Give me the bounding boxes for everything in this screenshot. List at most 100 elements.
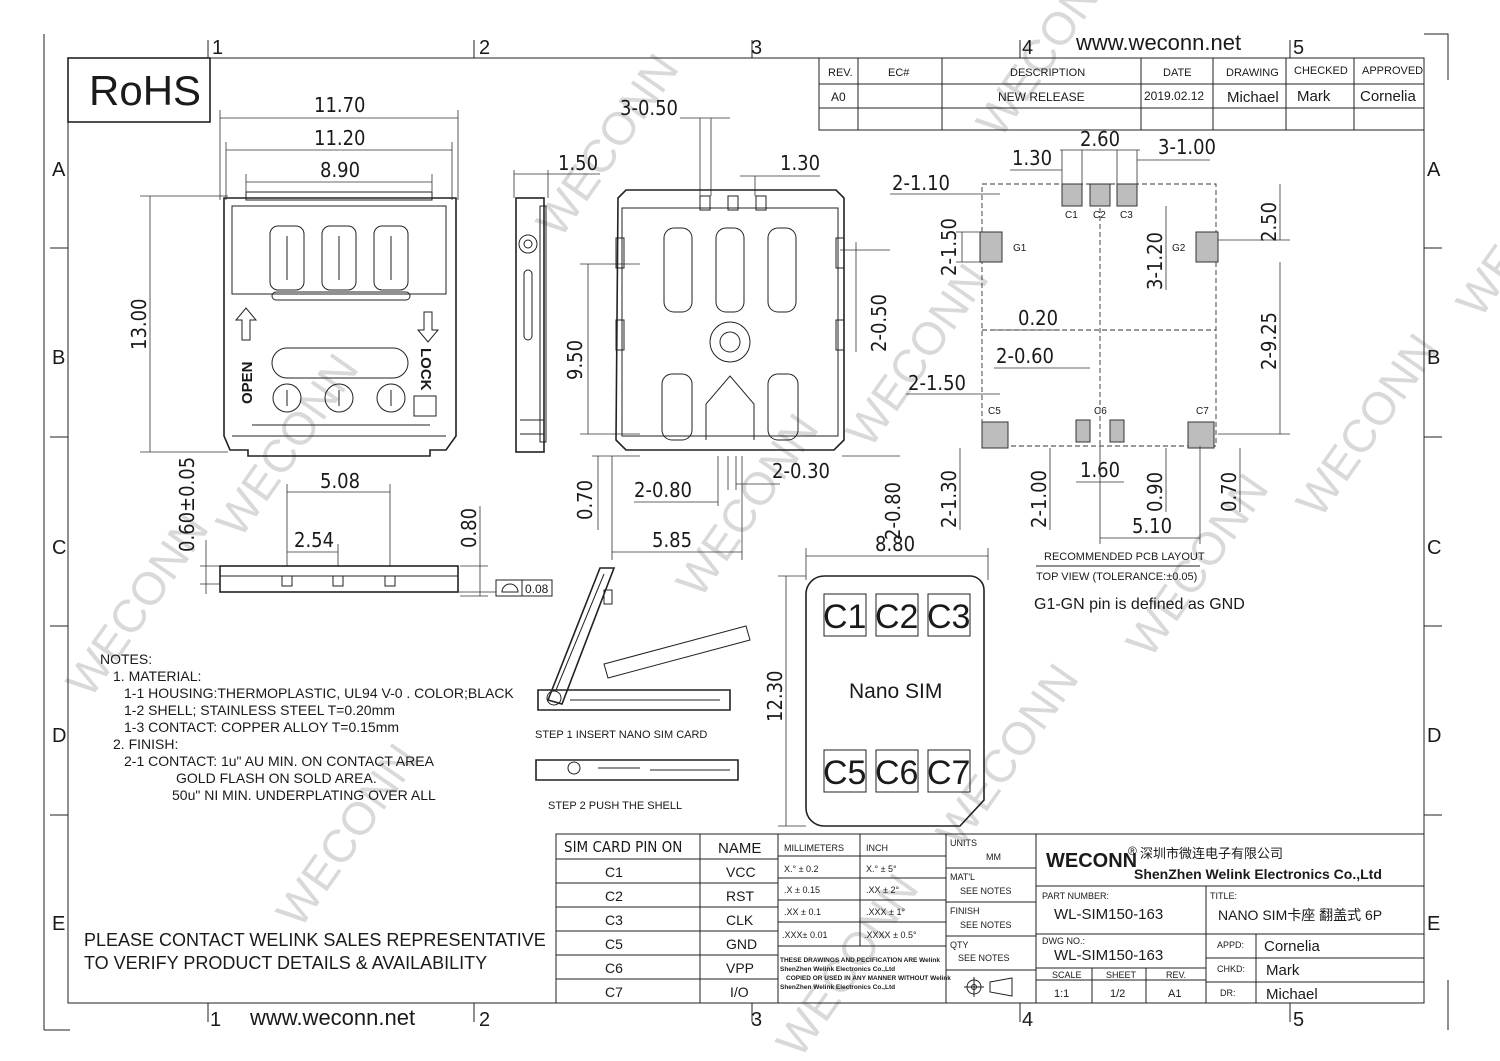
pin-cell: VPP [726, 960, 754, 976]
grid-row-label: B [52, 347, 65, 369]
pcb-note: G1-GN pin is defined as GND [1034, 596, 1245, 613]
grid-col-label: 2 [479, 37, 490, 59]
spec-value: SEE NOTES [960, 920, 1012, 930]
dim-label: 2-0.80 [881, 482, 905, 540]
lock-label: LOCK [417, 348, 434, 391]
dim-label: 2-1.50 [937, 218, 961, 276]
pin-cell: RST [726, 888, 754, 904]
step2-illustration: STEP 2 PUSH THE SHELL [535, 759, 739, 812]
pin-table-header: NAME [718, 840, 761, 857]
notes-line: 50u" NI MIN. UNDERPLATING OVER ALL [172, 787, 436, 803]
dwg-no-label: DWG NO.: [1042, 936, 1085, 946]
grid-row-label: A [52, 159, 66, 181]
pin-cell: C1 [605, 864, 623, 880]
spec-value: MM [986, 852, 1001, 862]
pcb-pad-c6: C6 [1075, 406, 1125, 443]
pcb-layout-view: C1 C2 C3 G1 G2 C5 C6 C7 [890, 127, 1290, 613]
notes-line: 2. FINISH: [113, 736, 178, 752]
dr-label: DR: [1220, 988, 1236, 998]
dim-label: 2-1.00 [1027, 470, 1051, 528]
rev-cell: Michael [1227, 89, 1279, 106]
grid-row-label: D [52, 725, 66, 747]
website-url: www.weconn.net [249, 1005, 415, 1030]
pcb-caption: TOP VIEW (TOLERANCE:±0.05) [1036, 571, 1197, 583]
sheet-value: 1/2 [1110, 988, 1125, 1000]
step2-caption: STEP 2 PUSH THE SHELL [548, 800, 682, 812]
dim-label: 0.90 [1143, 472, 1167, 512]
pcb-pad-c5: C5 [981, 406, 1009, 449]
profile-view: 5.08 2.54 0.60±0.05 0.80 0.08 [175, 457, 553, 597]
grid-labels: 1 2 3 4 5 1 2 3 4 5 A B C D E A B C D E [52, 37, 1441, 1031]
rev-header: APPROVED [1362, 65, 1423, 77]
pin-cell: C2 [605, 888, 623, 904]
bottom-view: 3-0.50 1.30 9.50 2-0.50 5.85 [563, 96, 905, 560]
sheet-label: SHEET [1106, 970, 1137, 980]
open-label: OPEN [239, 361, 256, 404]
svg-text:C1: C1 [1065, 210, 1078, 221]
chkd-value: Mark [1266, 962, 1300, 979]
lock-arrow-icon [416, 311, 440, 343]
rev-cell: A0 [831, 90, 846, 104]
pcb-pad-c2: C2 [1089, 183, 1111, 221]
sim-pad-label: C5 [823, 754, 866, 792]
dim-label: 0.20 [1018, 306, 1058, 330]
rev-header: DATE [1163, 67, 1192, 79]
watermark: WECONN [666, 404, 829, 605]
rev-header: CHECKED [1294, 65, 1348, 77]
tol-cell: .X ± 0.15 [784, 885, 820, 895]
scale-label: SCALE [1052, 970, 1082, 980]
dim-label: 8.90 [320, 158, 360, 182]
grid-col-label: 1 [210, 1009, 221, 1031]
spec-label: FINISH [950, 906, 980, 916]
notes-line: 1. MATERIAL: [113, 668, 201, 684]
svg-text:G2: G2 [1172, 243, 1186, 254]
tol-header: MILLIMETERS [784, 843, 844, 853]
dim-label: 2-1.10 [892, 171, 950, 195]
tol-cell: X.° ± 5° [866, 864, 897, 874]
dim-label: 3-0.50 [620, 96, 678, 120]
grid-col-label: 5 [1293, 1009, 1304, 1031]
drawing-title: NANO SIM卡座 翻盖式 6P [1218, 907, 1382, 923]
contact-notice: TO VERIFY PRODUCT DETAILS & AVAILABILITY [84, 953, 487, 973]
notes-line: GOLD FLASH ON SOLD AREA. [176, 770, 377, 786]
dim-label: 2-0.80 [634, 478, 692, 502]
tol-header: INCH [866, 843, 888, 853]
tol-cell: X.° ± 0.2 [784, 864, 819, 874]
notes-heading: NOTES: [100, 651, 152, 667]
dim-label: 13.00 [127, 299, 151, 351]
projection-symbol-icon [964, 977, 1013, 997]
rev-cell: 2019.02.12 [1144, 89, 1204, 103]
dim-label: 2-0.50 [867, 294, 891, 352]
pcb-caption: RECOMMENDED PCB LAYOUT [1044, 551, 1205, 563]
dwg-no: WL-SIM150-163 [1054, 947, 1163, 964]
side-view: 1.50 [513, 151, 600, 453]
rev-header: EC# [888, 67, 910, 79]
rev-header: REV. [828, 67, 853, 79]
svg-text:G1: G1 [1013, 243, 1027, 254]
svg-text:C7: C7 [1196, 406, 1209, 417]
dim-label: 2-1.50 [908, 371, 966, 395]
notes-line: 1-3 CONTACT: COPPER ALLOY T=0.15mm [124, 719, 399, 735]
pin-table-header: SIM CARD PIN ON [564, 838, 682, 856]
part-number-label: PART NUMBER: [1042, 891, 1109, 901]
sim-title: Nano SIM [849, 680, 942, 703]
registered-mark: ® [1128, 844, 1137, 858]
svg-text:C3: C3 [1120, 210, 1133, 221]
rev-header: DESCRIPTION [1010, 67, 1085, 79]
dim-label: 1.30 [1012, 146, 1052, 170]
pin-cell: C3 [605, 912, 623, 928]
title-label: TITLE: [1210, 891, 1237, 901]
pin-cell: GND [726, 936, 757, 952]
watermark: WECONN [1116, 464, 1279, 665]
front-view: 11.70 11.20 8.90 13.00 OPEN LOCK [127, 93, 459, 457]
notes-line: 1-2 SHELL; STAINLESS STEEL T=0.20mm [124, 702, 395, 718]
tol-cell: .XXX ± 1° [866, 907, 905, 917]
dim-label: 0.70 [573, 480, 597, 520]
tol-cell: .XXXX ± 0.5° [864, 930, 917, 940]
grid-col-label: 2 [479, 1009, 490, 1031]
pin-cell: C7 [605, 984, 623, 1000]
pcb-pad-g2: G2 [1172, 231, 1219, 263]
disclaimer-line: ShenZhen Welink Electronics Co.,Ltd [780, 984, 895, 991]
sim-pad-label: C2 [875, 598, 918, 636]
sim-pad-label: C3 [927, 598, 970, 636]
